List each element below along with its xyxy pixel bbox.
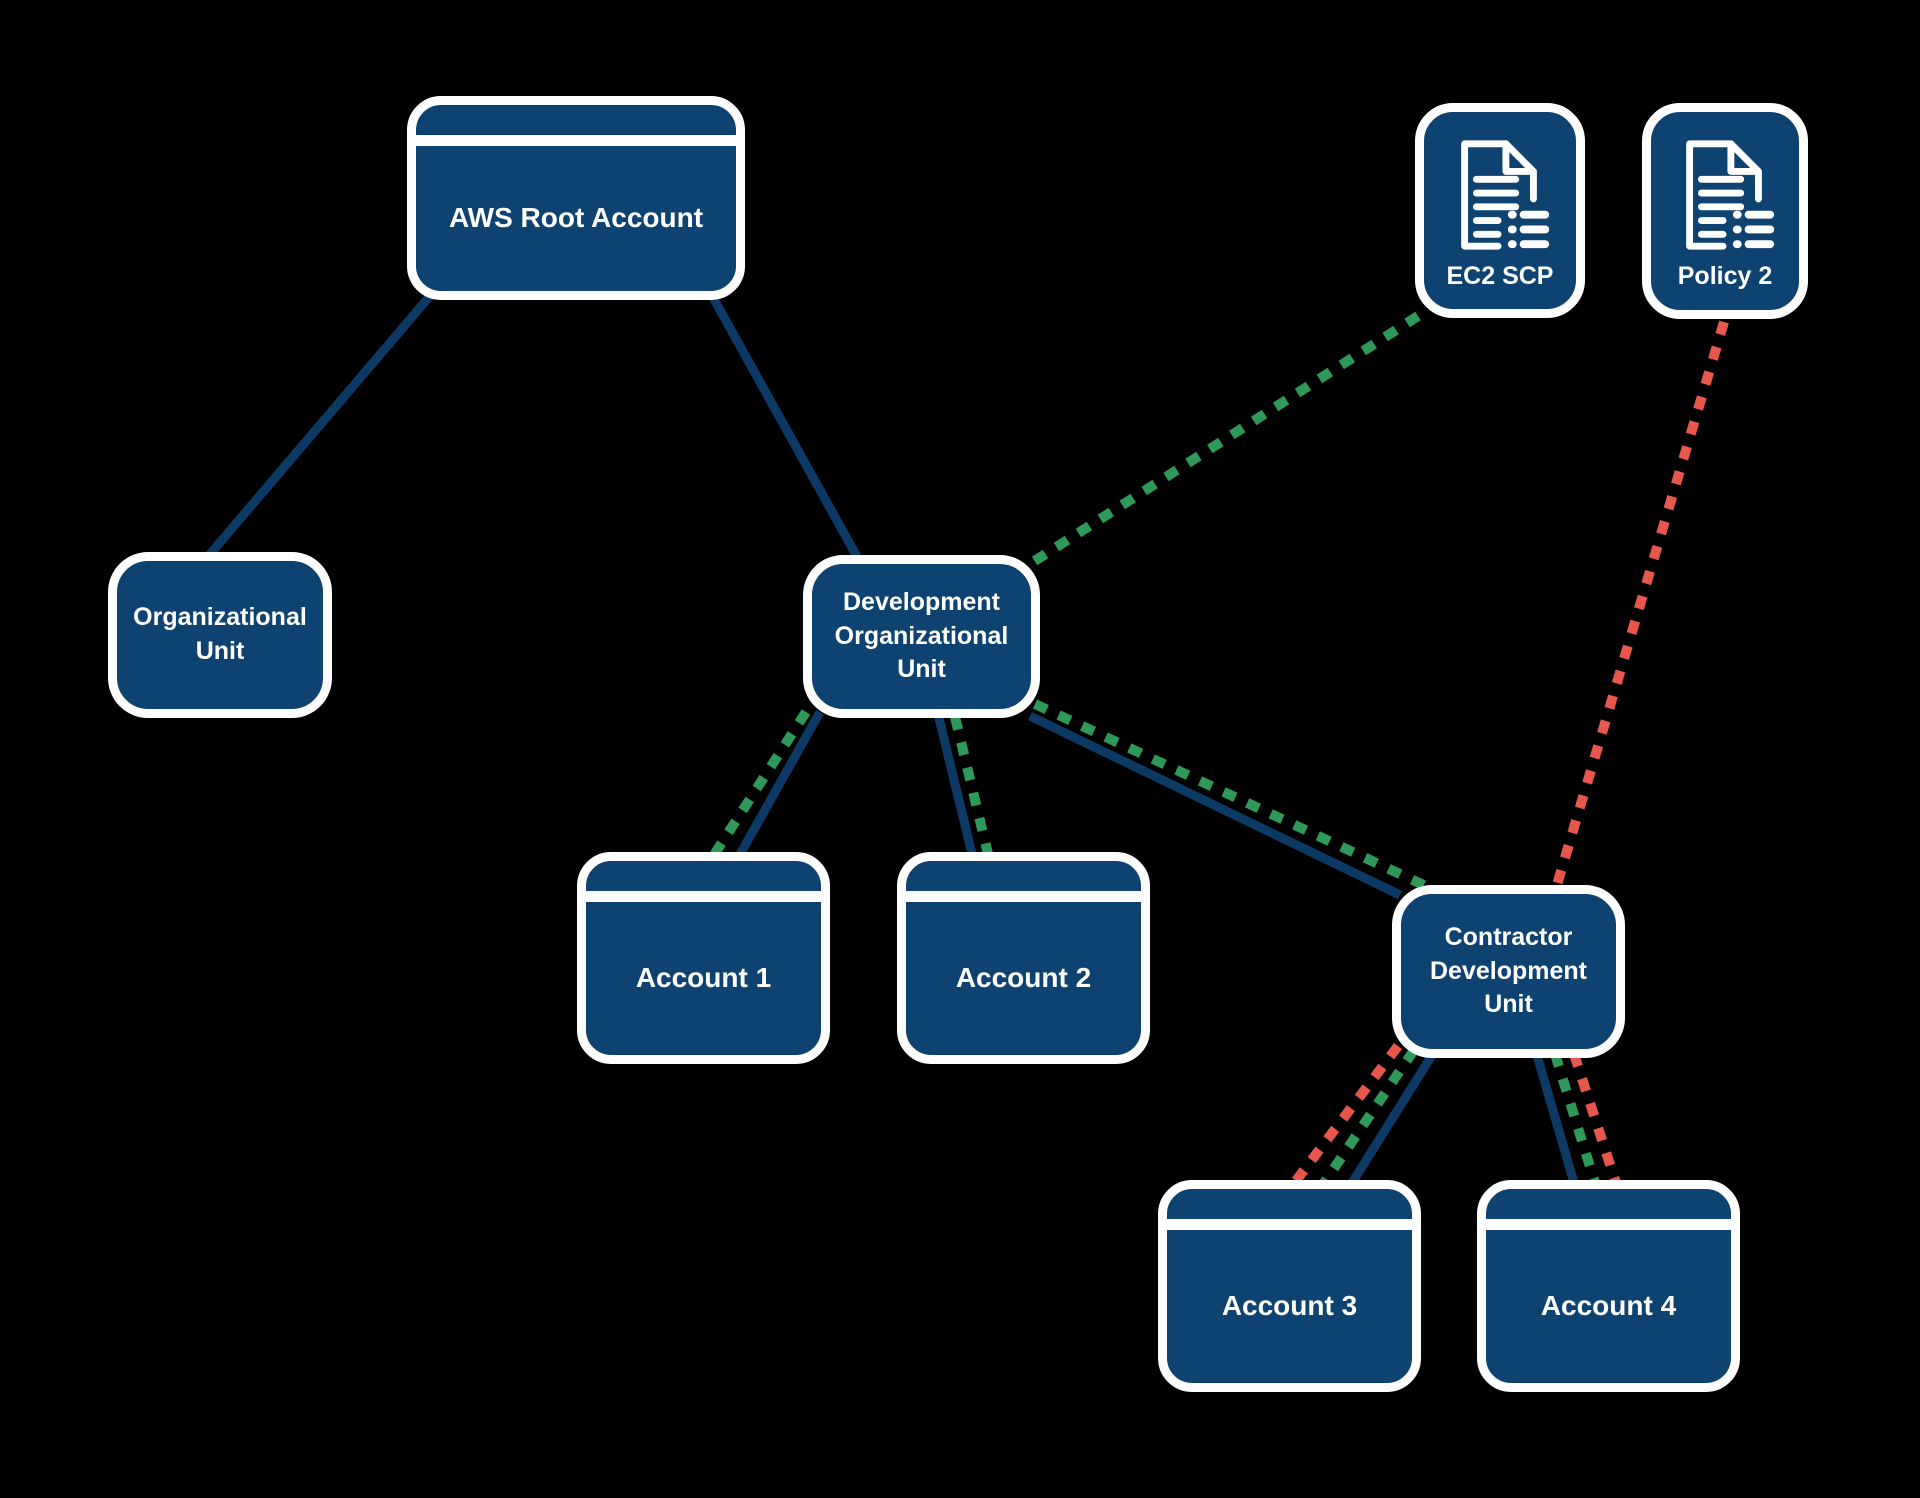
node-account-1: Account 1 — [577, 852, 830, 1064]
edge-development-ou-to-contractor — [1028, 711, 1402, 900]
node-contractor-development-unit: Contractor Development Unit — [1392, 885, 1625, 1058]
edge-scp-inherit-contractor — [1032, 699, 1433, 893]
node-label: Organizational Unit — [133, 603, 307, 665]
node-account-3: Account 3 — [1158, 1180, 1421, 1392]
edge-policy2-inherit-account3 — [1288, 1042, 1402, 1190]
node-policy-2: Policy 2 — [1642, 103, 1808, 319]
card-header-divider — [1485, 1219, 1732, 1230]
edge-policy2-to-contractor — [1551, 320, 1729, 890]
node-label: Account 2 — [955, 962, 1092, 994]
card-header-divider — [905, 891, 1142, 902]
node-account-4: Account 4 — [1477, 1180, 1740, 1392]
edge-policy2-inherit-account4 — [1569, 1052, 1622, 1188]
policy-document-icon — [1686, 140, 1775, 250]
node-label: Development Organizational Unit — [834, 587, 1009, 684]
node-development-organizational-unit: Development Organizational Unit — [803, 555, 1040, 718]
node-ec2-scp-policy: EC2 SCP — [1415, 103, 1585, 318]
node-label: Contractor Development Unit — [1430, 922, 1587, 1019]
node-label: Policy 2 — [1677, 262, 1773, 290]
node-label: Account 1 — [635, 962, 772, 994]
node-label: EC2 SCP — [1446, 262, 1554, 290]
card-header-divider — [1166, 1219, 1413, 1230]
node-aws-root-account: AWS Root Account — [407, 96, 745, 300]
edge-scp-inherit-account4 — [1550, 1052, 1601, 1188]
card-header-divider — [415, 135, 737, 146]
edge-contractor-to-account3 — [1346, 1049, 1438, 1189]
edge-ec2scp-to-development-ou — [1030, 311, 1421, 567]
edge-root-to-org-unit — [201, 287, 439, 563]
node-label: Account 4 — [1540, 1290, 1677, 1322]
node-label: Account 3 — [1221, 1290, 1358, 1322]
node-label: AWS Root Account — [448, 202, 704, 234]
edge-root-to-development-ou — [706, 289, 864, 565]
card-header-divider — [585, 891, 822, 902]
edge-development-ou-to-account2 — [933, 712, 978, 860]
edge-scp-inherit-account3 — [1317, 1047, 1419, 1189]
edge-scp-inherit-account1 — [707, 709, 811, 861]
edge-development-ou-to-account1 — [734, 709, 824, 861]
node-organizational-unit: Organizational Unit — [108, 552, 332, 718]
node-account-2: Account 2 — [897, 852, 1150, 1064]
edge-contractor-to-account4 — [1531, 1050, 1580, 1188]
policy-document-icon — [1461, 140, 1550, 250]
